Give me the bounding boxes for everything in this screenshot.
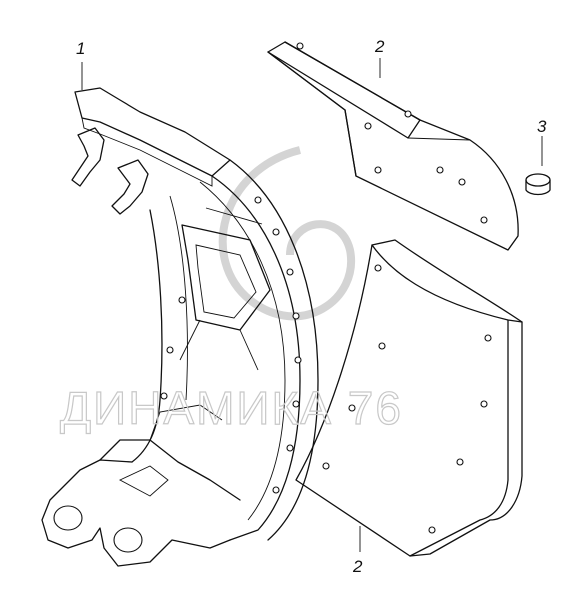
- callout-label-lining-upper: 2: [374, 37, 385, 56]
- eye-hole-right: [113, 527, 143, 553]
- eye-hole-left: [53, 505, 83, 531]
- rivet: [525, 136, 551, 196]
- watermark-text: ДИНАМИКА 76: [60, 382, 403, 434]
- brake-shoe: [41, 62, 319, 567]
- callout-label-brake-shoe: 1: [76, 39, 85, 58]
- lining-upper: [267, 41, 519, 251]
- callout-label-lining-lower: 2: [352, 557, 363, 576]
- lining-lower: [295, 239, 523, 557]
- callout-label-rivet: 3: [537, 117, 547, 136]
- watermark-logo: [218, 146, 356, 321]
